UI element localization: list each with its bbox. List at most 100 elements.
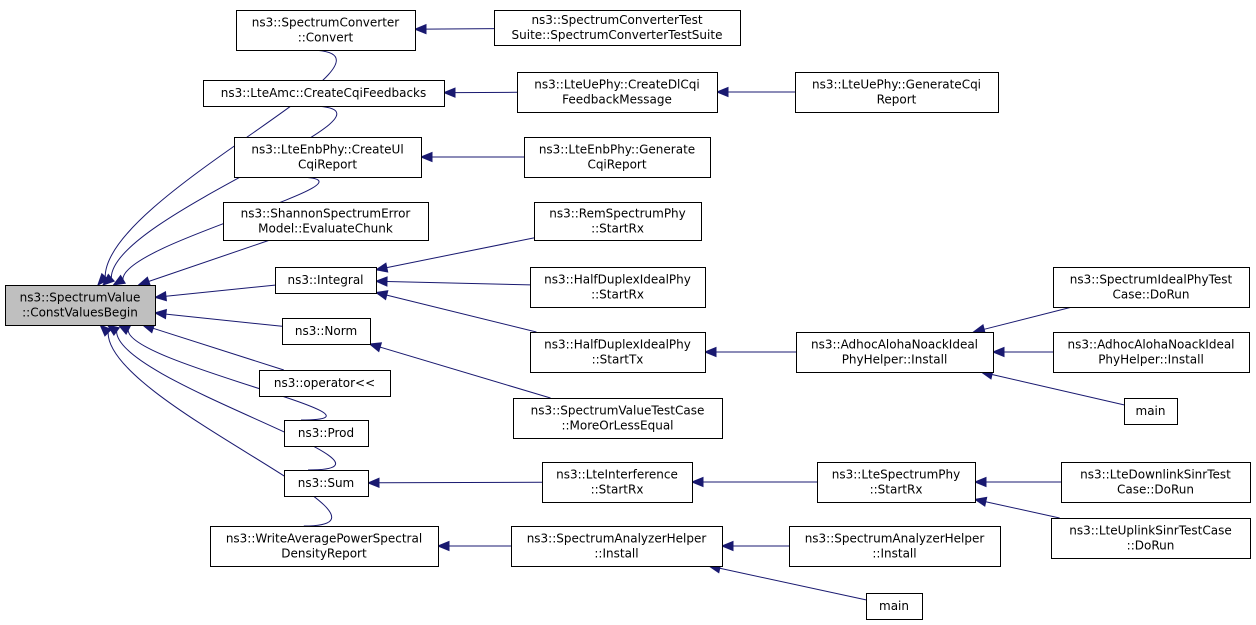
node-label-line: ns3::operator<<	[274, 376, 375, 390]
node-label-line: ns3::SpectrumConverterTest	[531, 13, 702, 27]
node-box	[284, 420, 369, 447]
node-label-line: ns3::LteAmc::CreateCqiFeedbacks	[221, 86, 427, 100]
node-label-line: Case::DoRun	[1112, 288, 1189, 302]
node-hdtx[interactable]: ns3::HalfDuplexIdealPhy::StartTx	[530, 332, 706, 373]
node-box	[282, 318, 371, 345]
node-remrx[interactable]: ns3::RemSpectrumPhy::StartRx	[534, 202, 702, 241]
edge-line	[983, 306, 1073, 330]
node-adhoc2[interactable]: ns3::AdhocAlohaNoackIdealPhyHelper::Inst…	[1053, 332, 1250, 373]
node-sum[interactable]: ns3::Sum	[284, 470, 369, 497]
node-label-line: ::Install	[872, 547, 916, 561]
node-main1[interactable]: main	[1124, 398, 1178, 425]
node-box	[542, 462, 693, 503]
arrowhead	[112, 274, 127, 286]
node-label-line: ::StartRx	[870, 483, 923, 497]
node-ulsinr[interactable]: ns3::LteUplinkSinrTestCase::DoRun	[1051, 518, 1251, 559]
node-label-line: ns3::Sum	[298, 476, 355, 490]
arrowhead	[368, 342, 383, 353]
arrowhead	[973, 496, 988, 507]
edge-ulsinr-to-ltesp	[973, 496, 1060, 519]
node-hdrx[interactable]: ns3::HalfDuplexIdealPhy::StartRx	[530, 267, 706, 308]
node-box	[866, 593, 923, 620]
node-cqifb[interactable]: ns3::LteAmc::CreateCqiFeedbacks	[203, 80, 445, 107]
node-box	[511, 526, 723, 567]
edge-line	[379, 346, 551, 399]
arrowhead	[690, 476, 704, 488]
node-label-line: ns3::ShannonSpectrumError	[241, 207, 411, 221]
node-label-line: main	[1136, 404, 1166, 418]
node-label-line: FeedbackMessage	[562, 93, 672, 107]
edge-line	[719, 567, 867, 601]
node-box	[223, 202, 429, 241]
node-lteintf[interactable]: ns3::LteInterference::StartRx	[542, 462, 693, 503]
arrowhead	[436, 540, 450, 552]
node-label-line: ::StartRx	[591, 483, 644, 497]
edge-line	[107, 332, 333, 527]
node-label-line: DensityReport	[281, 547, 367, 561]
arrowhead	[137, 276, 152, 287]
node-box	[236, 10, 416, 51]
node-convert[interactable]: ns3::SpectrumConverter::Convert	[236, 10, 416, 51]
node-adhoc[interactable]: ns3::AdhocAlohaNoackIdealPhyHelper::Inst…	[796, 332, 994, 373]
edge-dlcqi-to-cqifb	[442, 87, 518, 98]
node-label-line: ns3::AdhocAlohaNoackIdeal	[1067, 338, 1234, 352]
edge-convtest-to-convert	[413, 23, 495, 35]
node-box	[817, 462, 976, 503]
node-moreless[interactable]: ns3::SpectrumValueTestCase::MoreOrLessEq…	[513, 398, 723, 439]
node-shannon[interactable]: ns3::ShannonSpectrumErrorModel::Evaluate…	[223, 202, 429, 241]
arrowhead	[102, 273, 116, 286]
arrowhead	[374, 290, 389, 301]
nodes-layer: ns3::SpectrumValue::ConstValuesBeginns3:…	[5, 10, 1251, 620]
edge-line	[386, 294, 537, 333]
arrowhead	[991, 346, 1005, 358]
node-label-line: ns3::SpectrumValue	[20, 291, 141, 305]
arrowhead	[374, 276, 388, 287]
node-label-line: ::Convert	[298, 31, 354, 45]
node-oplt[interactable]: ns3::operator<<	[259, 370, 391, 397]
edge-line	[378, 481, 543, 484]
node-convtest[interactable]: ns3::SpectrumConverterTestSuite::Spectru…	[494, 10, 741, 46]
node-label-line: ns3::Norm	[295, 324, 357, 338]
node-dlcqi[interactable]: ns3::LteUePhy::CreateDlCqiFeedbackMessag…	[517, 72, 718, 113]
node-label-line: CqiReport	[298, 158, 357, 172]
node-label-line: ns3::LteUePhy::CreateDlCqi	[534, 78, 699, 92]
node-box	[1053, 267, 1250, 308]
edge-moreless-to-norm	[368, 342, 551, 399]
node-writeavg[interactable]: ns3::WriteAveragePowerSpectralDensityRep…	[210, 526, 439, 567]
node-integral[interactable]: ns3::Integral	[275, 267, 377, 294]
edge-line	[425, 28, 495, 30]
arrowhead	[419, 151, 433, 163]
node-anahelper[interactable]: ns3::SpectrumAnalyzerHelper::Install	[511, 526, 723, 567]
node-anahelper2[interactable]: ns3::SpectrumAnalyzerHelper::Install	[789, 526, 1001, 567]
arrowhead	[99, 324, 113, 337]
edge-sum-to-root	[106, 324, 336, 471]
node-prod[interactable]: ns3::Prod	[284, 420, 369, 447]
node-label-line: ns3::Integral	[287, 273, 363, 287]
arrowhead	[715, 86, 729, 98]
arrowhead	[703, 346, 717, 358]
node-ltesp[interactable]: ns3::LteSpectrumPhy::StartRx	[817, 462, 976, 503]
node-label-line: ns3::LteSpectrumPhy	[832, 468, 960, 482]
node-box	[795, 72, 999, 113]
node-box	[203, 80, 445, 107]
edge-hdtx-to-integral	[374, 290, 537, 333]
arrowhead	[973, 476, 987, 488]
node-label-line: ns3::LteDownlinkSinrTest	[1080, 468, 1231, 482]
node-label-line: ns3::Prod	[298, 426, 354, 440]
node-main2[interactable]: main	[866, 593, 923, 620]
edge-dlsinr-to-ltesp	[973, 476, 1061, 488]
edge-cqifb-to-root	[102, 105, 338, 286]
edge-integral-to-root	[153, 284, 276, 302]
node-label-line: ns3::LteInterference	[556, 468, 678, 482]
node-box	[517, 72, 718, 113]
node-norm[interactable]: ns3::Norm	[282, 318, 371, 345]
node-label-line: ns3::SpectrumAnalyzerHelper	[805, 532, 985, 546]
node-box	[234, 137, 422, 178]
node-root[interactable]: ns3::SpectrumValue::ConstValuesBegin	[5, 285, 156, 326]
edge-anahelper-to-writeavg	[436, 540, 511, 552]
